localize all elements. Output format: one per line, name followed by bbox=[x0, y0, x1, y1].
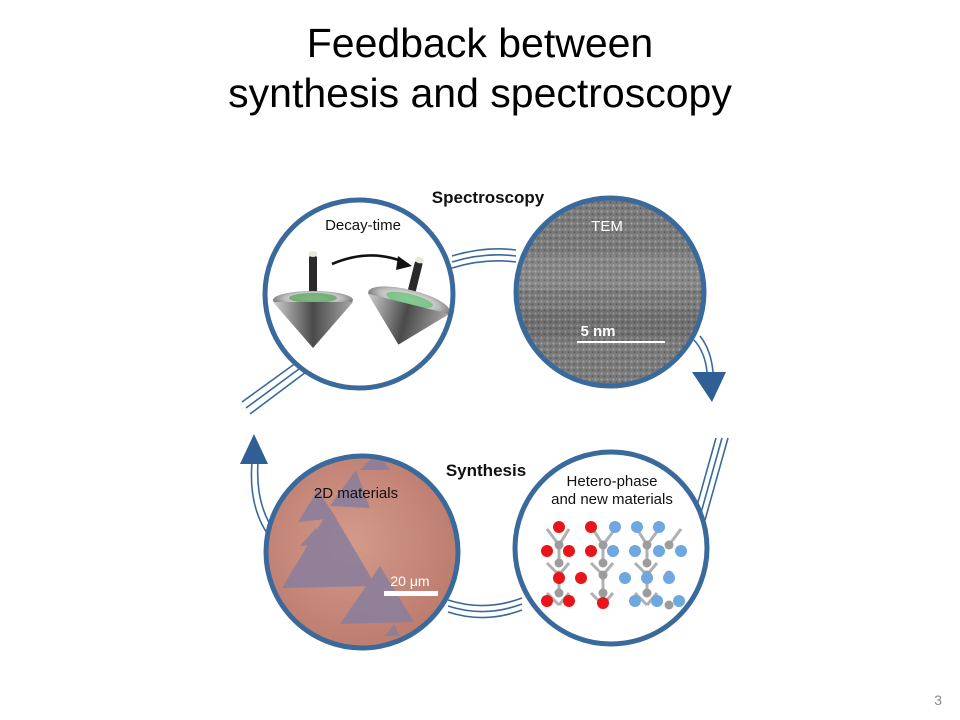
arrow-head-right bbox=[692, 372, 726, 402]
tem-scale-label: 5 nm bbox=[580, 323, 615, 340]
label-spectroscopy: Spectroscopy bbox=[432, 188, 545, 207]
panel-heterophase: Hetero-phase and new materials bbox=[512, 449, 710, 647]
spinning-top-tilted bbox=[367, 257, 450, 345]
arrow-top-connector bbox=[451, 248, 517, 269]
arrow-bottom-connector bbox=[447, 597, 523, 619]
panel-2d-materials: 2D materials 20 μm bbox=[263, 453, 461, 651]
label-heterophase-1: Hetero-phase bbox=[567, 473, 658, 490]
panel-tem: 5 nm TEM bbox=[513, 195, 707, 389]
spinning-top-upright bbox=[273, 251, 353, 348]
label-tem: TEM bbox=[591, 218, 623, 235]
label-heterophase-2: and new materials bbox=[551, 491, 673, 508]
arrow-head-left bbox=[240, 434, 268, 464]
scalebar-20um bbox=[384, 591, 438, 596]
title-line-2: synthesis and spectroscopy bbox=[228, 70, 732, 116]
lattice-blue-atoms bbox=[607, 521, 687, 607]
label-synthesis: Synthesis bbox=[446, 461, 526, 480]
label-2d-materials: 2D materials bbox=[314, 485, 398, 502]
arrow-left-upper-connector bbox=[241, 359, 307, 415]
label-decay-time: Decay-time bbox=[325, 217, 401, 234]
arrow-right-down bbox=[692, 335, 726, 402]
slide-title: Feedback between synthesis and spectrosc… bbox=[0, 18, 960, 118]
label-20um: 20 μm bbox=[390, 573, 429, 589]
title-line-1: Feedback between bbox=[306, 20, 654, 66]
lattice-red-atoms bbox=[541, 521, 609, 609]
page-number: 3 bbox=[934, 692, 942, 708]
panel-decay-time: Decay-time bbox=[262, 197, 456, 391]
